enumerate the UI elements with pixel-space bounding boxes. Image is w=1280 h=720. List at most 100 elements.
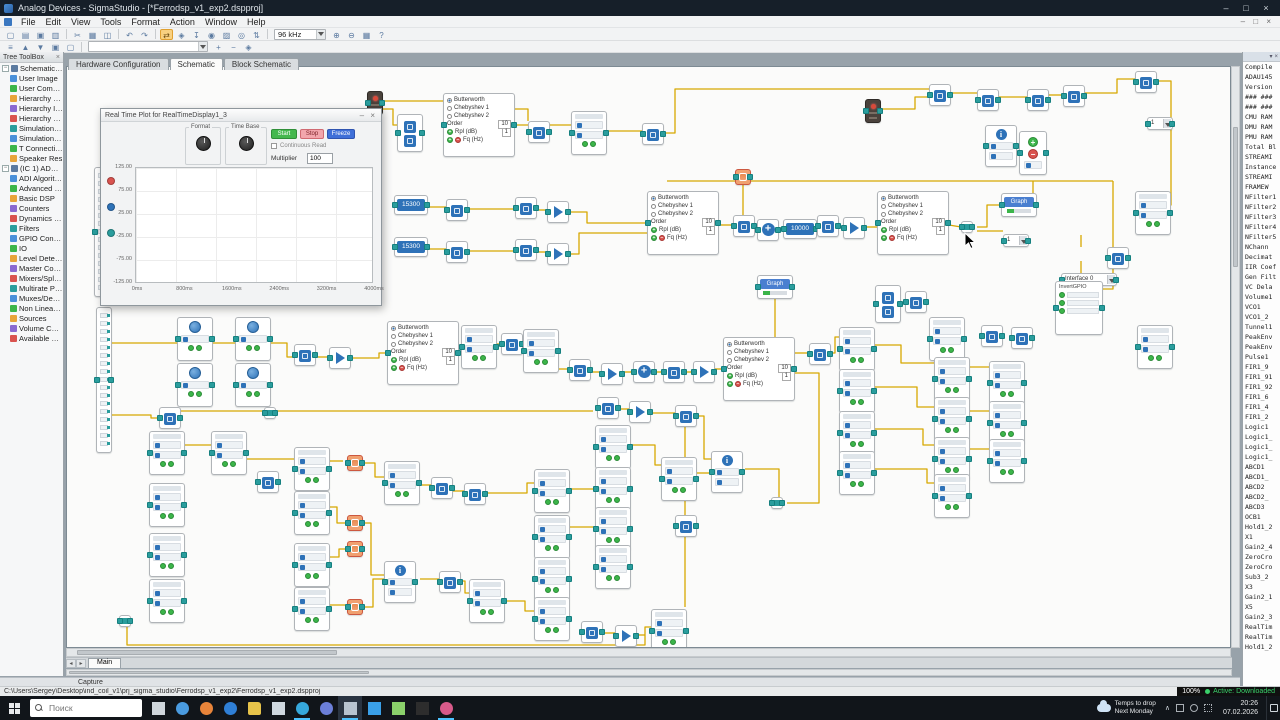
discord-icon[interactable] <box>314 696 338 720</box>
maximize-button[interactable]: □ <box>1243 3 1249 13</box>
schematic-block-mod[interactable] <box>292 447 332 491</box>
schematic-block-mod[interactable] <box>837 369 877 413</box>
schematic-block-teal[interactable] <box>769 497 785 509</box>
schematic-block-dd-1[interactable]: 1 <box>1145 117 1175 130</box>
sample-rate-select[interactable]: 96 kHz <box>274 28 326 40</box>
minimize-button[interactable]: – <box>1223 3 1229 13</box>
bring-front-icon[interactable]: ▲ <box>21 43 30 52</box>
sidebar-item-hierarchy-input[interactable]: Hierarchy Input <box>0 103 63 113</box>
outer-scrollbar[interactable] <box>66 669 1232 676</box>
schematic-block-mod[interactable] <box>659 457 699 501</box>
start-button[interactable]: Start <box>271 129 297 139</box>
schematic-block-modk[interactable] <box>233 317 273 361</box>
vertical-scrollbar[interactable] <box>1231 66 1240 648</box>
start-button-windows[interactable] <box>0 696 28 720</box>
schematic-block-sq[interactable] <box>579 621 605 643</box>
align-icon[interactable]: ≡ <box>8 43 13 52</box>
schematic-block-modk[interactable] <box>233 363 273 407</box>
menu-item-help[interactable]: Help <box>246 16 266 27</box>
sidebar-item-adi-algorithms[interactable]: ADI Algorithms <box>0 173 63 183</box>
sidebar-item-sources[interactable]: Sources <box>0 313 63 323</box>
menu-item-format[interactable]: Format <box>131 16 160 27</box>
schematic-block-sq[interactable] <box>567 359 593 381</box>
schematic-block-sq[interactable] <box>444 241 470 263</box>
schematic-block-mod[interactable] <box>987 439 1027 483</box>
format-icon[interactable]: ◈ <box>245 43 252 52</box>
schematic-block-sq[interactable] <box>513 197 539 219</box>
sidebar-item-user-image[interactable]: User Image <box>0 73 63 83</box>
zoom-out-icon[interactable]: ⊖ <box>348 30 355 40</box>
schematic-block-tri[interactable] <box>691 361 717 383</box>
sidebar-item-t-connection[interactable]: T Connection <box>0 143 63 153</box>
schematic-block-mod[interactable] <box>532 557 572 601</box>
schematic-block-modk[interactable] <box>175 363 215 407</box>
close-button[interactable]: × <box>1263 3 1269 13</box>
schematic-block-mod[interactable] <box>147 431 187 475</box>
schematic-block-sq[interactable] <box>731 215 757 237</box>
schematic-block-sq[interactable] <box>499 333 525 355</box>
redo-icon[interactable]: ↷ <box>141 30 148 40</box>
trace-1-marker[interactable] <box>107 177 115 185</box>
stop-button[interactable]: Stop <box>300 129 324 139</box>
menu-item-view[interactable]: View <box>71 16 91 27</box>
taskbar-search[interactable] <box>30 699 142 717</box>
realtime-plot-dialog[interactable]: Real Time Plot for RealTimeDisplay1_3 – … <box>100 108 384 306</box>
schematic-block-sq[interactable] <box>292 344 318 366</box>
schematic-block-mod[interactable] <box>532 597 572 641</box>
schematic-block-tri[interactable] <box>613 625 639 647</box>
schematic-block-disp-15300[interactable]: 15300 <box>392 237 430 257</box>
menu-item-file[interactable]: File <box>21 16 36 27</box>
sidebar-item-io[interactable]: IO <box>0 243 63 253</box>
send-back-icon[interactable]: ▼ <box>36 43 45 52</box>
schematic-block-sq[interactable] <box>1009 327 1035 349</box>
open-file-icon[interactable]: ▤ <box>21 30 30 40</box>
schematic-block-mod[interactable] <box>1135 325 1175 369</box>
schematic-block-modi[interactable]: i <box>382 561 418 603</box>
taskview-icon[interactable] <box>146 696 170 720</box>
schematic-block-sq[interactable] <box>157 407 183 429</box>
sidebar-item-muxes-demuxes[interactable]: Muxes/Demuxes <box>0 293 63 303</box>
schematic-block-sq[interactable] <box>513 239 539 261</box>
compile-icon[interactable]: ◈ <box>178 30 185 40</box>
notepad-icon[interactable] <box>386 696 410 720</box>
schematic-block-sq[interactable] <box>255 471 281 493</box>
multiplier-input[interactable] <box>307 153 333 164</box>
search-input[interactable] <box>47 702 137 714</box>
tab-hardware-configuration[interactable]: Hardware Configuration <box>68 58 169 70</box>
schematic-block-sq[interactable] <box>979 325 1005 347</box>
sidebar-item-simulation-stimul[interactable]: Simulation Stimul <box>0 133 63 143</box>
schematic-block-mod[interactable] <box>987 361 1027 405</box>
dialog-title-bar[interactable]: Real Time Plot for RealTimeDisplay1_3 – … <box>101 109 381 122</box>
schematic-block-modk[interactable] <box>175 317 215 361</box>
sidebar-item-speaker-res[interactable]: Speaker Res <box>0 153 63 163</box>
menu-item-action[interactable]: Action <box>169 16 195 27</box>
horizontal-scrollbar[interactable] <box>66 648 1231 657</box>
undo-icon[interactable]: ↶ <box>126 30 133 40</box>
sheet-nav-right-icon[interactable]: ▸ <box>76 659 86 668</box>
schematic-block-sq[interactable] <box>462 483 488 505</box>
sidebar-item-filters[interactable]: Filters <box>0 223 63 233</box>
sidebar-item-hierarchy-board[interactable]: Hierarchy Board <box>0 93 63 103</box>
print-icon[interactable]: ▥ <box>51 30 60 40</box>
schematic-block-mod[interactable] <box>209 431 249 475</box>
schematic-block-mod[interactable] <box>837 451 877 495</box>
freeze-button[interactable]: Freeze <box>327 129 355 139</box>
help-icon[interactable]: ? <box>379 30 384 40</box>
schematic-block-mod[interactable] <box>521 329 561 373</box>
format-kn ob[interactable] <box>195 136 211 151</box>
panel-close-icon[interactable]: × <box>55 53 60 61</box>
checkbox-box[interactable] <box>271 143 277 149</box>
schematic-block-mod[interactable] <box>932 357 972 401</box>
sidebar-item-gpio-conditionin[interactable]: GPIO Conditionin <box>0 233 63 243</box>
capture-panel-header[interactable]: Capture <box>0 677 1240 686</box>
schematic-block-mod[interactable] <box>927 317 967 361</box>
sidebar-item-hierarchy-output[interactable]: Hierarchy Output <box>0 113 63 123</box>
schematic-block-tri[interactable] <box>841 217 867 239</box>
schematic-block-chip[interactable] <box>863 99 883 123</box>
menu-item-tools[interactable]: Tools <box>100 16 122 27</box>
taskbar-clock[interactable]: 20:26 07.02.2026 <box>1215 699 1266 717</box>
sheet-tab-main[interactable]: Main <box>88 658 122 668</box>
schematic-block-teal[interactable] <box>959 221 975 233</box>
